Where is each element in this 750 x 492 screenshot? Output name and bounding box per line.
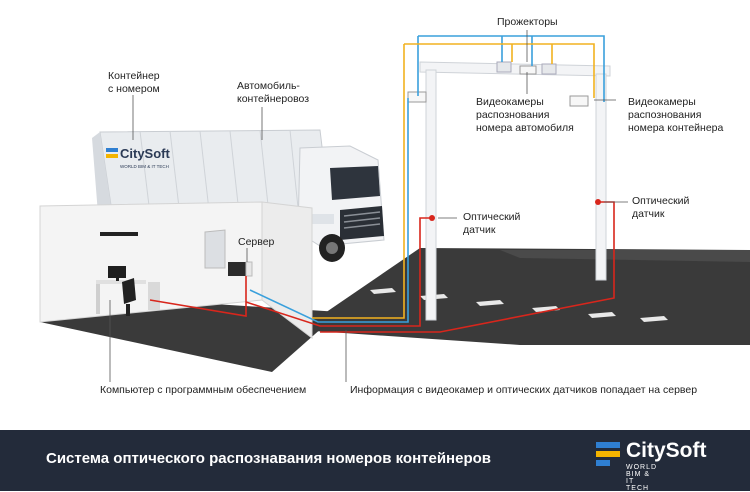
wire-yellow — [312, 43, 595, 319]
container-logo-tagline: WORLD BIM & IT TECH — [120, 164, 169, 169]
server-box — [228, 262, 246, 276]
container-logo-mark-yellow — [106, 154, 118, 158]
camera-container-label-line1: Видеокамеры — [628, 96, 696, 108]
footer-bar: Система оптического распознавания номеро… — [0, 430, 750, 492]
camera-container-label-line3: номера контейнера — [628, 122, 724, 134]
container-label: Контейнер с номером — [108, 70, 160, 96]
building-floor — [40, 298, 340, 372]
camera-car-label-line2: распознования — [476, 109, 550, 121]
leader-lines — [109, 30, 628, 382]
sensor-right-label-line1: Оптический — [632, 195, 690, 207]
truck-label-line1: Автомобиль- — [237, 80, 300, 92]
computer-label: Компьютер с программным обеспечением — [100, 384, 307, 396]
camera-car-label-line1: Видеокамеры — [476, 96, 544, 108]
projectors-label: Прожекторы — [497, 16, 558, 28]
camera-container — [569, 95, 589, 107]
truck-label-line2: контейнеровоз — [237, 93, 310, 105]
container-logo-name: CitySoft — [120, 146, 171, 161]
road — [300, 248, 750, 345]
sensor-right-label-line2: датчик — [632, 208, 665, 220]
logo-name: CitySoft — [626, 439, 707, 462]
ceiling-lamp — [100, 232, 138, 236]
gantry-right-post — [595, 73, 607, 281]
gantry-left-post — [425, 69, 437, 321]
gantry — [407, 61, 611, 321]
sensor-left-label-line1: Оптический — [463, 211, 521, 223]
logo-mark-icon — [596, 442, 620, 466]
logo-tagline: WORLD BIM & IT TECH — [626, 464, 658, 492]
camera-car-label: Видеокамеры распознования номера автомоб… — [476, 96, 574, 135]
camera-car — [519, 65, 537, 75]
office-chair — [122, 278, 136, 304]
server-label: Сервер — [238, 236, 275, 248]
computer-monitor — [108, 266, 126, 278]
sensor-left-label-line2: датчик — [463, 224, 496, 236]
info-label: Информация с видеокамер и оптических дат… — [350, 384, 698, 396]
building-side-wall — [261, 201, 313, 340]
building-window — [204, 229, 226, 269]
camera-car-label-line3: номера автомобиля — [476, 122, 574, 134]
container-label-line2: с номером — [108, 83, 160, 95]
truck-label: Автомобиль- контейнеровоз — [237, 80, 309, 106]
projector — [541, 63, 557, 75]
camera-container — [407, 91, 427, 103]
desk — [96, 280, 146, 284]
sensor-right-label: Оптический датчик — [632, 195, 689, 221]
wire-blue — [249, 35, 605, 323]
sensor-left-label: Оптический датчик — [463, 211, 520, 237]
camera-container-label-line2: распознования — [628, 109, 702, 121]
road-shoulder — [500, 250, 750, 262]
projector — [496, 61, 512, 73]
container-logo-mark-blue — [106, 148, 118, 152]
footer-title: Система оптического распознавания номеро… — [46, 450, 491, 467]
scene-illustration: CitySoft WORLD BIM & IT TECH — [39, 30, 750, 382]
camera-container-label: Видеокамеры распознования номера контейн… — [628, 96, 723, 135]
building — [39, 201, 340, 372]
container-label-line1: Контейнер — [108, 70, 160, 82]
